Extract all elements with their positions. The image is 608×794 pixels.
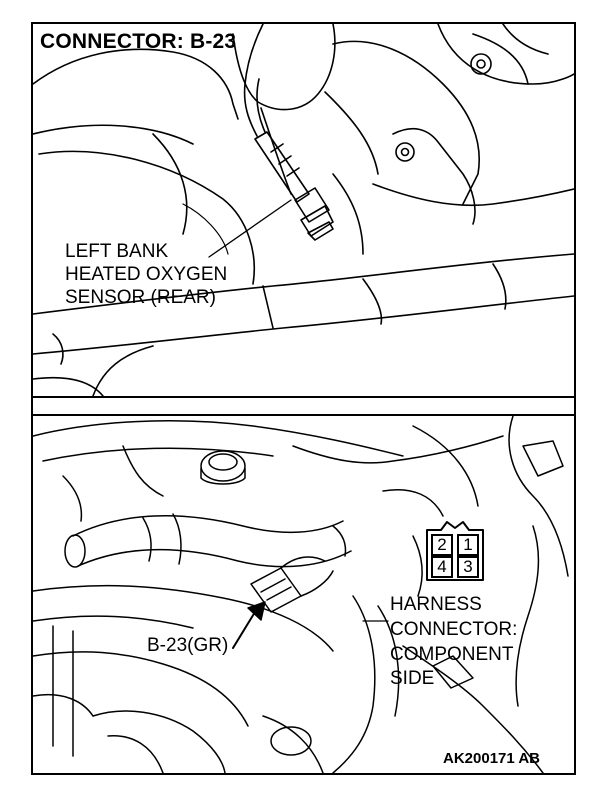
connector-callout-label: B-23(GR) bbox=[147, 635, 229, 656]
harness-label-line: HARNESS bbox=[390, 594, 482, 615]
bottom-engine-drawing bbox=[33, 416, 569, 773]
figure-frame: CONNECTOR: B-23 LEFT BANK HEATED OXYGEN … bbox=[31, 22, 576, 775]
pin-3: 3 bbox=[457, 556, 479, 578]
connector-face: 2 1 4 3 bbox=[425, 520, 485, 582]
top-illustration-panel: CONNECTOR: B-23 LEFT BANK HEATED OXYGEN … bbox=[33, 24, 574, 396]
pin-2: 2 bbox=[431, 534, 453, 556]
pin-1: 1 bbox=[457, 534, 479, 556]
sensor-label-line: SENSOR (REAR) bbox=[65, 287, 216, 308]
harness-label-line: COMPONENT bbox=[390, 644, 514, 665]
pin-4: 4 bbox=[431, 556, 453, 578]
connector-housing-outline bbox=[426, 521, 484, 581]
connector-title: CONNECTOR: B-23 bbox=[40, 30, 237, 53]
sensor-label-line: LEFT BANK bbox=[65, 241, 169, 262]
figure-code: AK200171 AB bbox=[443, 750, 540, 767]
harness-label-line: SIDE bbox=[390, 668, 435, 689]
harness-label-line: CONNECTOR: bbox=[390, 619, 518, 640]
top-engine-drawing bbox=[33, 24, 574, 396]
panel-divider bbox=[33, 396, 574, 416]
sensor-label-line: HEATED OXYGEN bbox=[65, 264, 228, 285]
bottom-illustration-panel: B-23(GR) bbox=[33, 416, 574, 773]
